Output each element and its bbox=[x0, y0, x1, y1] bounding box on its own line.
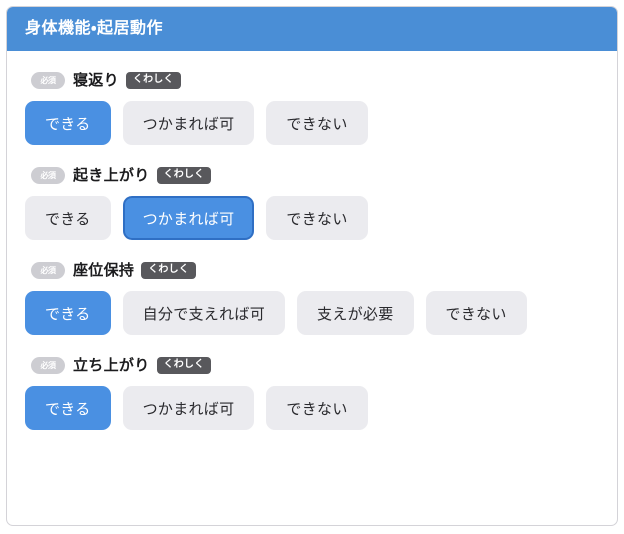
question-label: 立ち上がり bbox=[73, 356, 150, 374]
options-row: できるつかまれば可できない bbox=[23, 380, 601, 442]
questions-container: 必須寝返りくわしくできるつかまれば可できない必須起き上がりくわしくできるつかまれ… bbox=[7, 51, 617, 455]
page-title: 身体機能・起居動作 bbox=[25, 20, 163, 37]
option-button[interactable]: できない bbox=[266, 196, 368, 240]
question-head: 必須起き上がりくわしく bbox=[23, 160, 601, 190]
option-button[interactable]: できる bbox=[25, 196, 111, 240]
option-button[interactable]: つかまれば可 bbox=[122, 386, 255, 430]
question-label: 起き上がり bbox=[73, 166, 150, 184]
question-label: 座位保持 bbox=[73, 261, 135, 279]
required-badge: 必須 bbox=[31, 71, 65, 89]
required-badge: 必須 bbox=[31, 166, 65, 184]
required-badge: 必須 bbox=[31, 356, 65, 374]
option-button[interactable]: つかまれば可 bbox=[122, 196, 255, 240]
card-header: 身体機能・起居動作 bbox=[7, 7, 617, 51]
question-block: 必須立ち上がりくわしくできるつかまれば可できない bbox=[23, 350, 601, 442]
option-button[interactable]: できる bbox=[25, 101, 111, 145]
detail-badge[interactable]: くわしく bbox=[156, 166, 212, 184]
question-block: 必須寝返りくわしくできるつかまれば可できない bbox=[23, 65, 601, 157]
question-block: 必須起き上がりくわしくできるつかまれば可できない bbox=[23, 160, 601, 252]
question-head: 必須立ち上がりくわしく bbox=[23, 350, 601, 380]
detail-badge[interactable]: くわしく bbox=[125, 71, 181, 89]
question-head: 必須寝返りくわしく bbox=[23, 65, 601, 95]
detail-badge[interactable]: くわしく bbox=[156, 356, 212, 374]
options-row: できるつかまれば可できない bbox=[23, 190, 601, 252]
assessment-card: 身体機能・起居動作 必須寝返りくわしくできるつかまれば可できない必須起き上がりく… bbox=[6, 6, 618, 526]
option-button[interactable]: つかまれば可 bbox=[122, 101, 255, 145]
option-button[interactable]: できない bbox=[266, 101, 368, 145]
question-block: 必須座位保持くわしくできる自分で支えれば可支えが必要できない bbox=[23, 255, 601, 347]
option-button[interactable]: 支えが必要 bbox=[297, 291, 414, 335]
option-button[interactable]: できない bbox=[425, 291, 527, 335]
option-button[interactable]: 自分で支えれば可 bbox=[122, 291, 286, 335]
question-label: 寝返り bbox=[73, 71, 119, 89]
option-button[interactable]: できる bbox=[25, 291, 111, 335]
option-button[interactable]: できない bbox=[266, 386, 368, 430]
options-row: できる自分で支えれば可支えが必要できない bbox=[23, 285, 601, 347]
question-head: 必須座位保持くわしく bbox=[23, 255, 601, 285]
option-button[interactable]: できる bbox=[25, 386, 111, 430]
required-badge: 必須 bbox=[31, 261, 65, 279]
options-row: できるつかまれば可できない bbox=[23, 95, 601, 157]
detail-badge[interactable]: くわしく bbox=[141, 261, 197, 279]
